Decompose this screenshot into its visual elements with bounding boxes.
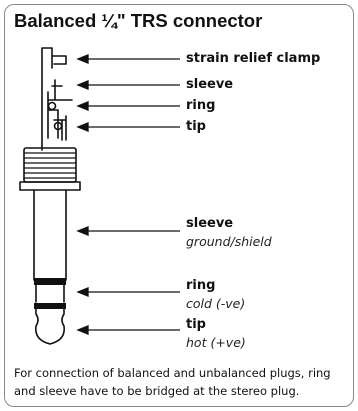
insulator-band-upper (34, 278, 66, 285)
label-ring-top: ring (186, 98, 216, 113)
label-strain-relief-clamp: strain relief clamp (186, 51, 321, 66)
label-tip-top: tip (186, 119, 206, 134)
label-sleeve-plug: sleeve (186, 216, 234, 231)
barrel-threads (23, 147, 77, 183)
label-sleeve-top: sleeve (186, 77, 234, 92)
strain-relief-clamp (41, 47, 73, 151)
sleeve-lug (47, 85, 63, 139)
label-ring-plug: ring (186, 278, 216, 293)
plug-shaft (33, 189, 67, 345)
label-sleeve-plug-sub: ground/shield (186, 234, 272, 249)
label-tip-plug: tip (186, 317, 206, 332)
collar (19, 181, 81, 191)
ring-lug (47, 101, 59, 139)
footnote: For connection of balanced and unbalance… (14, 366, 331, 398)
diagram-card (4, 4, 354, 407)
tip-lug (53, 115, 67, 141)
diagram-title: Balanced ¼" TRS connector (14, 10, 263, 31)
insulator-band-lower (34, 303, 66, 309)
label-tip-plug-sub: hot (+ve) (186, 335, 246, 350)
label-ring-plug-sub: cold (-ve) (186, 296, 246, 311)
